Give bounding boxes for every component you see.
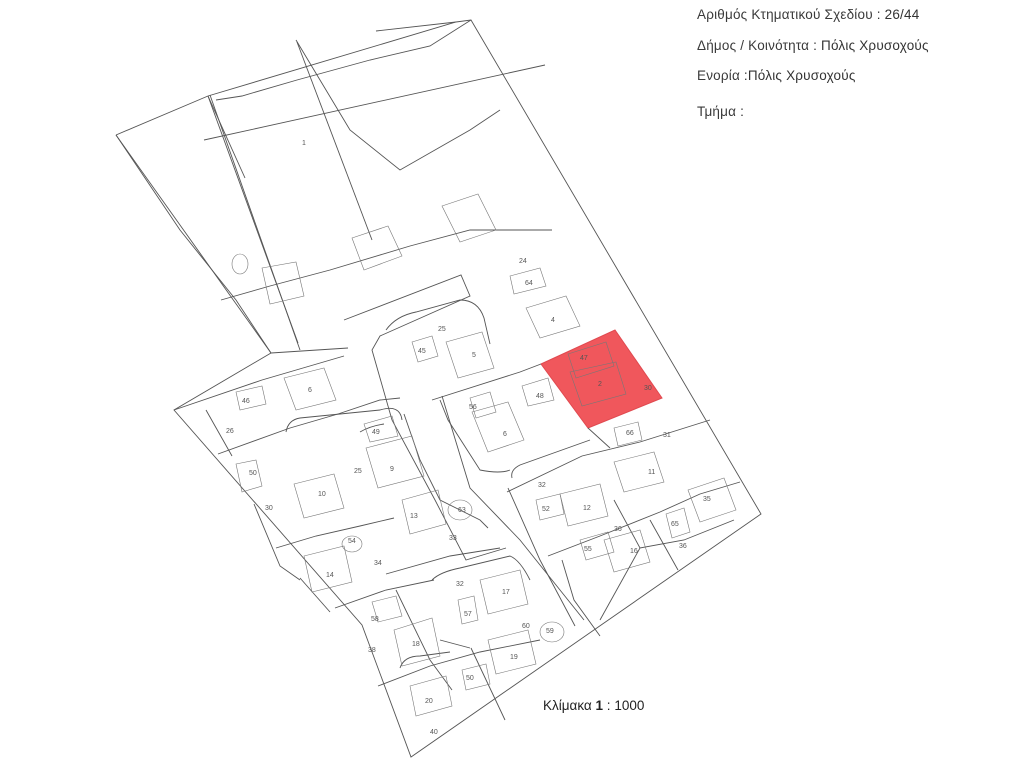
parcel-number: 4: [551, 317, 555, 324]
parcel-number: 32: [538, 482, 546, 489]
scale-word: Κλίμακα: [543, 698, 592, 713]
parish-label: Ενορία: [697, 68, 740, 83]
parcel-number: 64: [525, 280, 533, 287]
field-lines: [115, 19, 552, 354]
municipality: Δήμος / Κοινότητα : Πόλις Χρυσοχούς: [697, 38, 929, 53]
parcel-number: 54: [348, 538, 356, 545]
parcel-number: 14: [326, 572, 334, 579]
parcel-number: 9: [390, 466, 394, 473]
parcel-number: 24: [519, 258, 527, 265]
parcel-number: 10: [318, 491, 326, 498]
plan-number: Αριθμός Κτηματικού Σχεδίου : 26/44: [697, 7, 919, 22]
parcel-number: 34: [374, 560, 382, 567]
parcel-number: 32: [456, 581, 464, 588]
parcel-number: 25: [438, 326, 446, 333]
parish-value: :Πόλις Χρυσοχούς: [743, 68, 856, 83]
parcel-number: 19: [510, 654, 518, 661]
parcel-number: 2: [598, 381, 602, 388]
parcel-number: 56: [469, 404, 477, 411]
parcel-number: 52: [542, 506, 550, 513]
scale-sep: :: [606, 698, 611, 713]
scale-ratio: 1: [595, 698, 604, 713]
building-outlines: [231, 193, 737, 717]
parcel-number: 25: [354, 468, 362, 475]
parcel-number: 33: [449, 535, 457, 542]
parish: Ενορία :Πόλις Χρυσοχούς: [697, 68, 856, 83]
parcel-number: 31: [663, 432, 671, 439]
parcel-number: 5: [472, 352, 476, 359]
parcel-number: 50: [249, 470, 257, 477]
parcel-number: 16: [630, 548, 638, 555]
parcel-number: 55: [584, 546, 592, 553]
parcel-number: 46: [242, 398, 250, 405]
parcel-number: 58: [371, 616, 379, 623]
parcel-number: 65: [671, 521, 679, 528]
plan-number-label: Αριθμός Κτηματικού Σχεδίου: [697, 7, 873, 22]
parcel-number: 63: [458, 507, 466, 514]
parcel-number: 18: [412, 641, 420, 648]
parcel-number: 11: [648, 469, 655, 476]
parcel-number: 38: [368, 647, 376, 654]
parcel-number: 30: [644, 385, 652, 392]
parcel-number: 59: [546, 628, 554, 635]
parcel-number: 35: [703, 496, 711, 503]
parcel-number: 36: [614, 526, 622, 533]
parcel-number: 66: [626, 430, 634, 437]
parcel-number: 49: [372, 429, 380, 436]
parcel-number: 17: [502, 589, 510, 596]
parcel-number: 6: [503, 431, 507, 438]
parcel-number: 48: [536, 393, 544, 400]
parcel-number: 45: [418, 348, 426, 355]
plan-number-value: : 26/44: [876, 7, 920, 22]
parcel-number: 50: [466, 675, 474, 682]
municipality-label: Δήμος / Κοινότητα: [697, 38, 810, 53]
road-outlines: [173, 274, 741, 721]
map-outer-boundary: [115, 19, 762, 758]
parcel-number: 40: [430, 729, 438, 736]
parcel-number: 36: [679, 543, 687, 550]
scale-label: Κλίμακα 1 : 1000: [543, 698, 644, 713]
parcel-number: 20: [425, 698, 433, 705]
parcel-number: 6: [308, 387, 312, 394]
scale-denominator: 1000: [614, 698, 645, 713]
parcel-number: 47: [580, 355, 588, 362]
parcel-number: 12: [583, 505, 591, 512]
highlighted-parcel[interactable]: [540, 329, 663, 429]
parcel-number: 26: [226, 428, 234, 435]
section: Τμήμα :: [697, 104, 744, 119]
parcel-number: 57: [464, 611, 472, 618]
parcel-number: 1: [302, 140, 306, 147]
parcel-number: 13: [410, 513, 418, 520]
parcel-number: 30: [265, 505, 273, 512]
section-value: :: [740, 104, 745, 119]
section-label: Τμήμα: [697, 104, 737, 119]
parcel-numbers: 1 24 64 4 25 45 5 47 2 30 6 46 26 56 48 …: [226, 140, 711, 736]
municipality-value: : Πόλις Χρυσοχούς: [813, 38, 929, 53]
parcel-number: 60: [522, 623, 530, 630]
